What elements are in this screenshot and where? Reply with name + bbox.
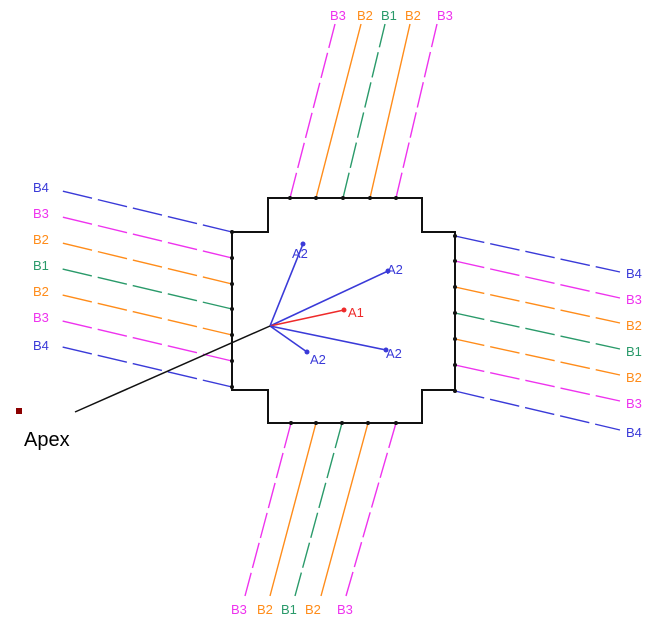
- bottom-lane-line: [244, 422, 292, 597]
- right-lane-line: [454, 364, 621, 402]
- right-lane-line: [454, 235, 621, 273]
- vector-label: A2: [292, 246, 308, 261]
- top-lane-dot: [394, 196, 398, 200]
- apex-leader-line: [74, 325, 271, 413]
- left-lane-line: [57, 189, 233, 233]
- left-lane-label: B2: [33, 232, 49, 247]
- vector-end-dot: [300, 241, 306, 247]
- apex-label: Apex: [24, 429, 70, 451]
- left-lane-dot: [230, 385, 234, 389]
- right-lane-label: B3: [626, 396, 642, 411]
- left-lane-dot: [230, 256, 234, 260]
- vector-end-dot: [304, 349, 310, 355]
- vector-line: [269, 325, 308, 353]
- left-lane-label: B1: [33, 258, 49, 273]
- right-lane-line: [454, 338, 621, 376]
- top-lane-line: [369, 23, 411, 199]
- right-lane-label: B2: [626, 318, 642, 333]
- top-lane-label: B2: [405, 8, 421, 23]
- left-lane-line: [57, 345, 233, 388]
- right-lane-dot: [453, 311, 457, 315]
- top-lane-label: B3: [437, 8, 453, 23]
- vector-end-dot: [383, 347, 389, 353]
- left-lane-label: B3: [33, 310, 49, 325]
- right-lane-line: [454, 260, 621, 299]
- left-lane-label: B2: [33, 284, 49, 299]
- right-lane-line: [454, 390, 621, 431]
- vector-line: [269, 325, 387, 351]
- bottom-lane-label: B2: [257, 602, 273, 617]
- top-lane-line: [315, 23, 362, 199]
- bottom-lane-label: B3: [337, 602, 353, 617]
- right-lane-line: [454, 286, 621, 324]
- bottom-lane-dot: [394, 421, 398, 425]
- vector-label: A2: [386, 346, 402, 361]
- left-lane-dot: [230, 333, 234, 337]
- top-lane-dot: [314, 196, 318, 200]
- vector-line: [269, 243, 304, 327]
- top-lane-label: B3: [330, 8, 346, 23]
- left-lane-line: [57, 241, 233, 285]
- bottom-lane-line: [345, 422, 397, 597]
- left-lane-dot: [230, 359, 234, 363]
- vector-end-dot: [341, 307, 347, 313]
- bottom-lane-label: B3: [231, 602, 247, 617]
- right-lane-dot: [453, 363, 457, 367]
- left-lane-line: [57, 215, 233, 259]
- right-lane-label: B2: [626, 370, 642, 385]
- right-lane-line: [454, 312, 621, 350]
- bottom-lane-line: [269, 422, 317, 597]
- left-lane-line: [57, 293, 233, 336]
- top-lane-dot: [341, 196, 345, 200]
- right-lane-label: B4: [626, 266, 642, 281]
- left-lane-label: B3: [33, 206, 49, 221]
- right-lane-label: B3: [626, 292, 642, 307]
- right-lane-dot: [453, 259, 457, 263]
- apex-marker: [16, 408, 22, 414]
- right-lane-label: B1: [626, 344, 642, 359]
- left-lane-dot: [230, 307, 234, 311]
- bottom-lane-dot: [289, 421, 293, 425]
- vectors: [269, 241, 391, 355]
- top-lane-line: [395, 23, 438, 199]
- bottom-lane-label: B2: [305, 602, 321, 617]
- top-lane-dot: [368, 196, 372, 200]
- top-lane-label: B1: [381, 8, 397, 23]
- vector-label: A1: [348, 305, 364, 320]
- left-lane-line: [57, 319, 233, 362]
- bottom-lane-dot: [340, 421, 344, 425]
- right-lane-dot: [453, 389, 457, 393]
- bottom-lane-dot: [314, 421, 318, 425]
- top-lane-label: B2: [357, 8, 373, 23]
- left-lane-dot: [230, 282, 234, 286]
- connection-dots: [230, 196, 457, 425]
- bottom-lane-line: [320, 422, 369, 597]
- left-lane-line: [57, 267, 233, 310]
- bottom-lane-line: [294, 422, 343, 597]
- top-lane-line: [289, 23, 336, 199]
- bottom-lane-dot: [366, 421, 370, 425]
- right-lane-label: B4: [626, 425, 642, 440]
- left-lane-label: B4: [33, 180, 49, 195]
- vector-label: A2: [310, 352, 326, 367]
- bottom-lane-label: B1: [281, 602, 297, 617]
- top-lane-dot: [288, 196, 292, 200]
- vector-line: [269, 270, 389, 327]
- top-lane-line: [342, 23, 386, 199]
- left-lane-dot: [230, 230, 234, 234]
- right-lane-dot: [453, 285, 457, 289]
- vector-line: [269, 309, 345, 327]
- left-lane-label: B4: [33, 338, 49, 353]
- vector-end-dot: [385, 268, 391, 274]
- right-lane-dot: [453, 337, 457, 341]
- right-lane-dot: [453, 234, 457, 238]
- vector-label: A2: [387, 262, 403, 277]
- lane-lines: [57, 23, 621, 597]
